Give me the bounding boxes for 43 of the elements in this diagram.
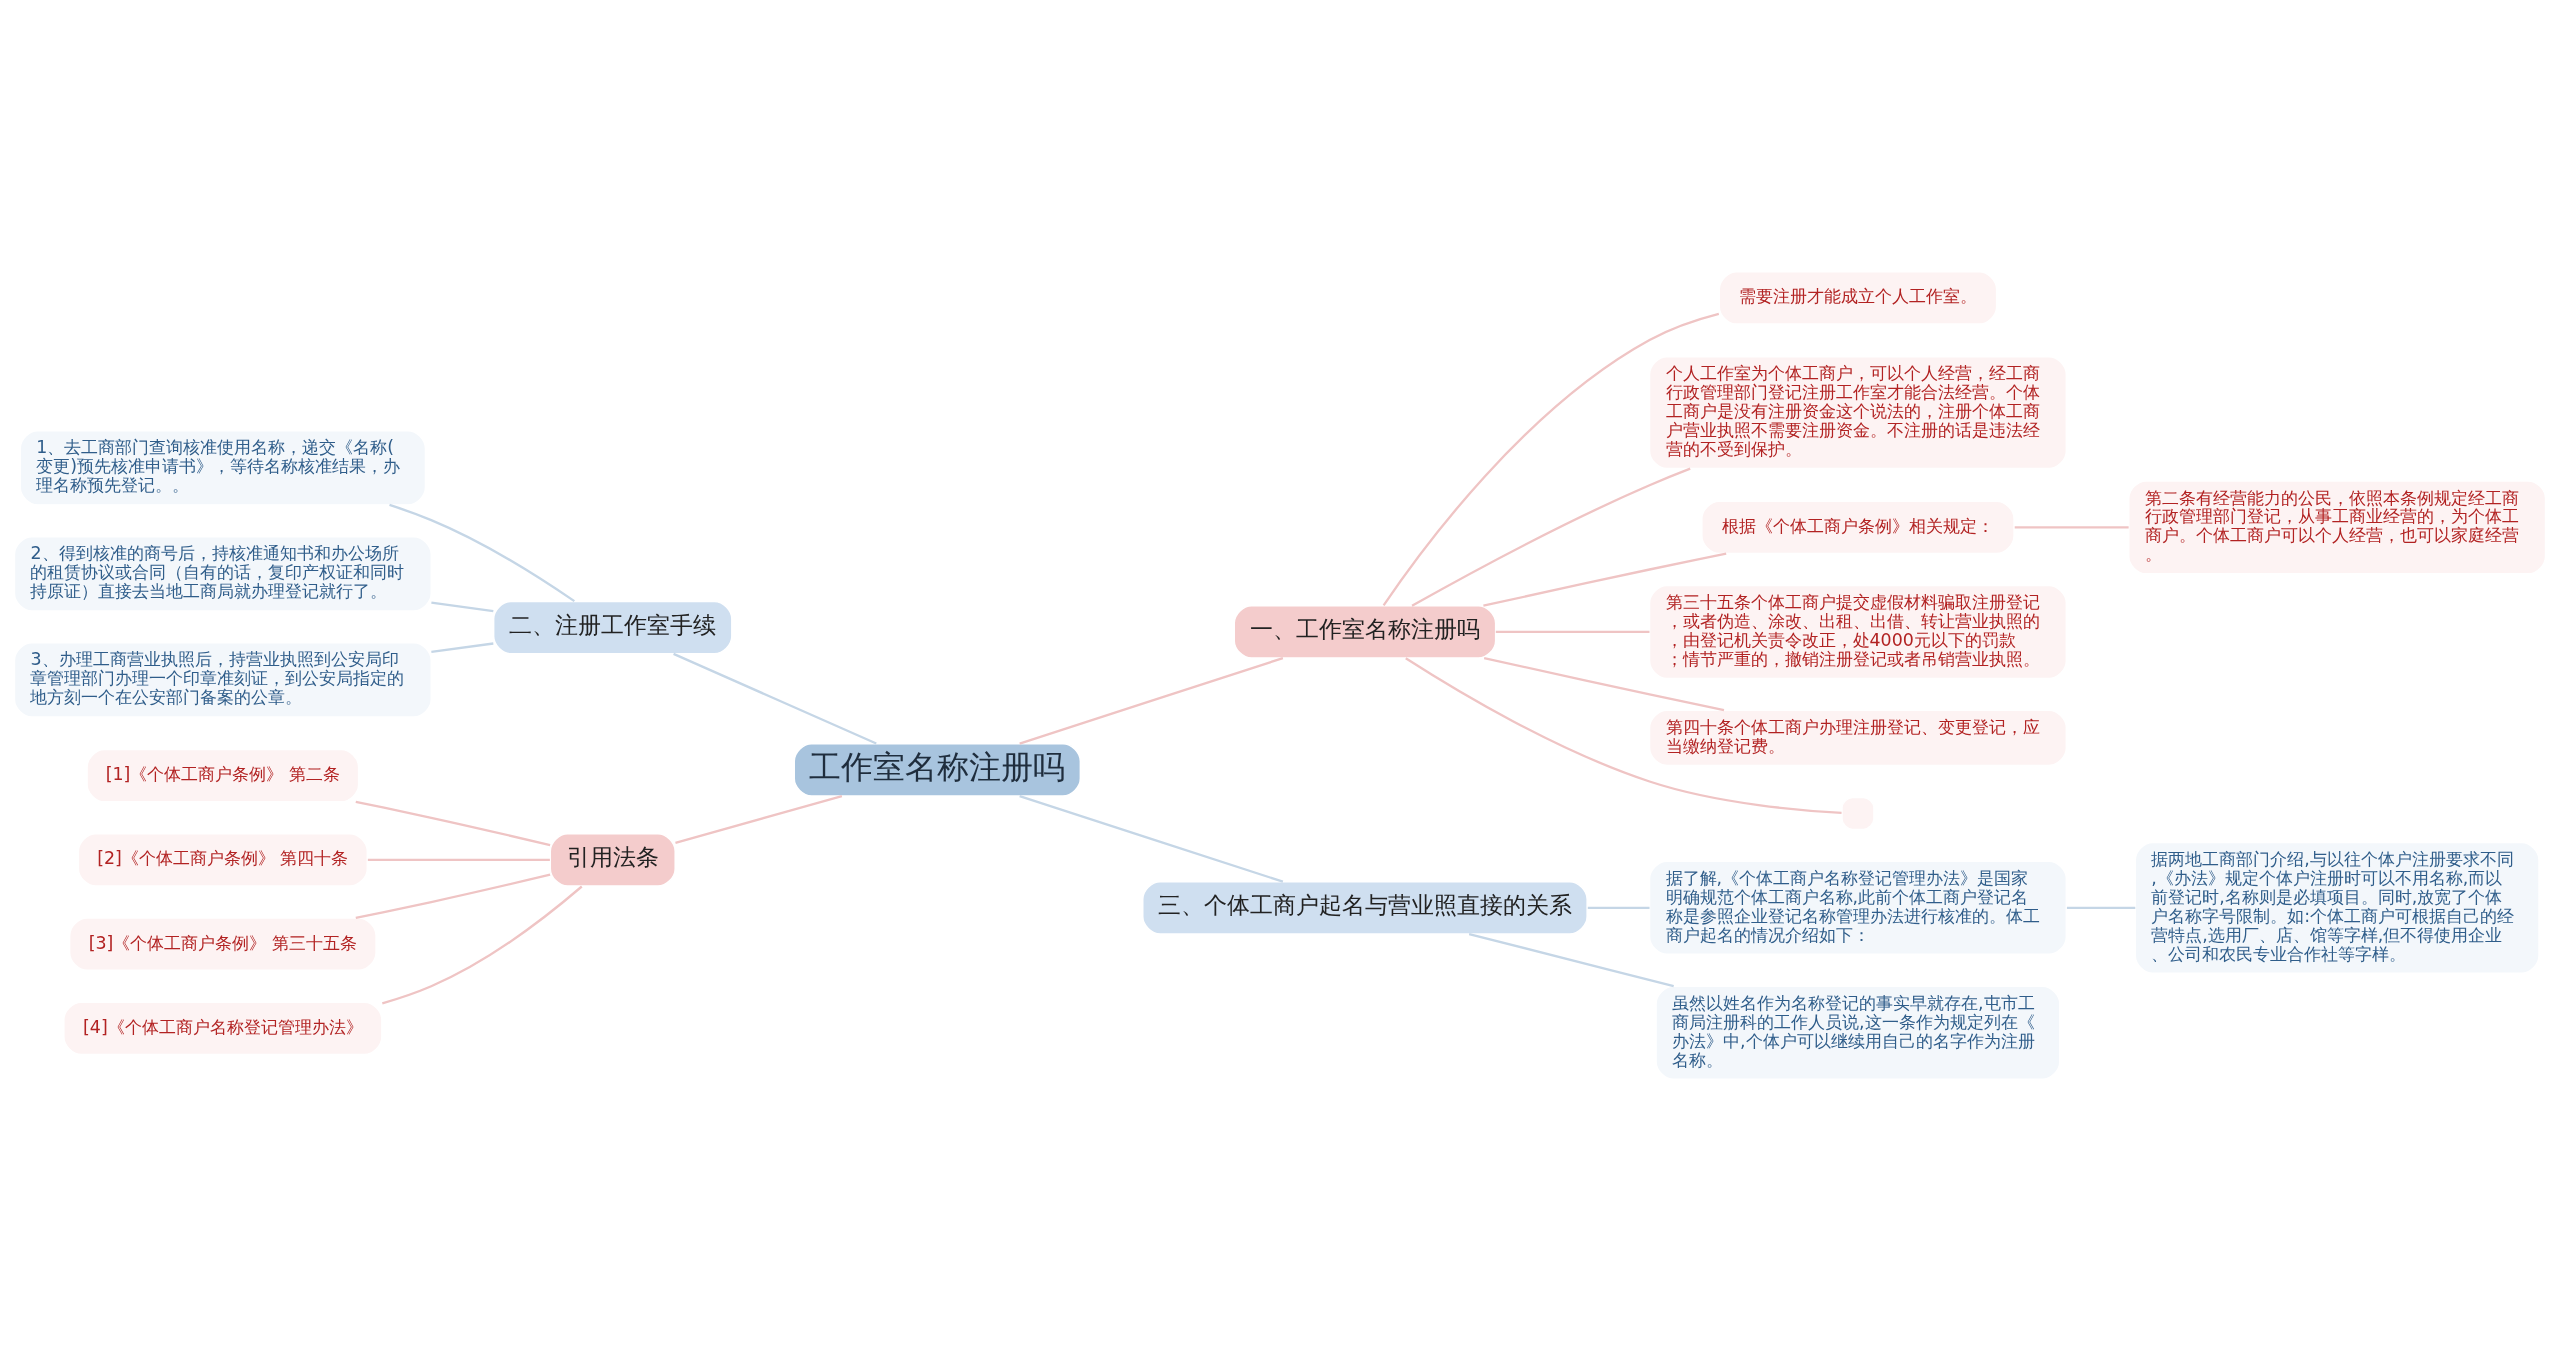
connector [1587,906,1650,909]
connector [431,642,494,654]
node-box: 三、个体工商户起名与营业照直接的关系 [1142,880,1588,935]
connector [1382,312,1720,607]
connector [675,795,843,844]
node-box: 2、得到核准的商号后，持核准通知书和办公场所的租赁协议或合同（自有的话，复印产权证和同时持原证）直接去当地工商局就办理登记就行了。 [13,536,432,612]
node-box: 第二条有经营能力的公民，依照本条例规定经工商行政管理部门登记，从事工商业经营的，为个体工商户。个体工商户可以个人经营，也可以家庭经营。 [2128,480,2547,575]
node-box: 据了解,《个体工商户名称登记管理办法》是国家明确规范个体工商户名称,此前个体工商户登记名称是参照企业登记名称管理办法进行核准的。体工商户起名的情况介绍如下： [1648,860,2068,956]
connector [2066,906,2136,909]
node-box [1841,796,1875,831]
connector [2014,526,2129,529]
connector [1019,795,1284,883]
node-box: 第四十条个体工商户办理注册登记、变更登记，应当缴纳登记费。 [1648,709,2068,767]
node-box: 引用法条 [549,833,676,887]
connector [367,858,550,862]
node-box: 一、工作室名称注册吗 [1233,605,1497,659]
node-box: [2]《个体工商户条例》 第四十条 [77,833,369,887]
connector [1019,657,1284,745]
node-box: [4]《个体工商户名称登记管理办法》 [63,1001,383,1056]
connector [382,885,583,1005]
node-box: 个人工作室为个体工商户，可以个人经营，经工商行政管理部门登记注册工作室才能合法经营。个体工商户是没有注册资金这个说法的，注册个体工商户营业执照不需要注册资金。不注册的话是违法经营的不受到保护。 [1648,356,2068,470]
connector [1495,630,1650,634]
node-box: 工作室名称注册吗 [793,743,1082,797]
node-box: 第三十五条个体工商户提交虚假材料骗取注册登记，或者伪造、涂改、出租、出借、转让营业执照的，由登记机关责令改正，处4000元以下的罚款；情节严重的，撤销注册登记或者吊销营业执照。 [1648,584,2068,680]
node-box: 二、注册工作室手续 [492,600,733,655]
node-box: 需要注册才能成立个人工作室。 [1718,271,1998,325]
connector [1405,657,1842,814]
node-box: [1]《个体工商户条例》 第二条 [86,748,360,803]
node-box: 虽然以姓名作为名称登记的事实早就存在,屯市工商局注册科的工作人员说,这一条作为规定列在《办法》中,个体户可以继续用自己的名字作为注册名称。 [1655,985,2061,1080]
connector [355,873,551,920]
connector [355,800,551,847]
connector [1411,467,1691,607]
connector [1468,932,1674,988]
node-box: 根据《个体工商户条例》相关规定： [1701,500,2015,555]
connector [673,652,877,745]
connector [431,601,494,613]
node-box: 3、办理工商营业执照后，持营业执照到公安局印章管理部门办理一个印章准刻证，到公安局指定的地方刻一个在公安部门备案的公章。 [13,642,432,718]
node-box: [3]《个体工商户条例》 第三十五条 [68,917,377,971]
connector [389,503,575,603]
connector [1483,657,1725,712]
node-box: 据两地工商部门介绍,与以往个体户注册要求不同,《办法》规定个体户注册时可以不用名称,而以前登记时,名称则是必填项目。同时,放宽了个体户名称字号限制。如:个体工商户可根据自己的经营特点,选用厂、店、馆等字样,但不得使用企业、公司和农民专业合作社等字样。 [2134,841,2540,974]
node-box: 1、去工商部门查询核准使用名称，递交《名称(变更)预先核准申请书》，等待名称核准结果，办理名称预先登记。。 [19,430,427,506]
connector [1483,552,1727,607]
